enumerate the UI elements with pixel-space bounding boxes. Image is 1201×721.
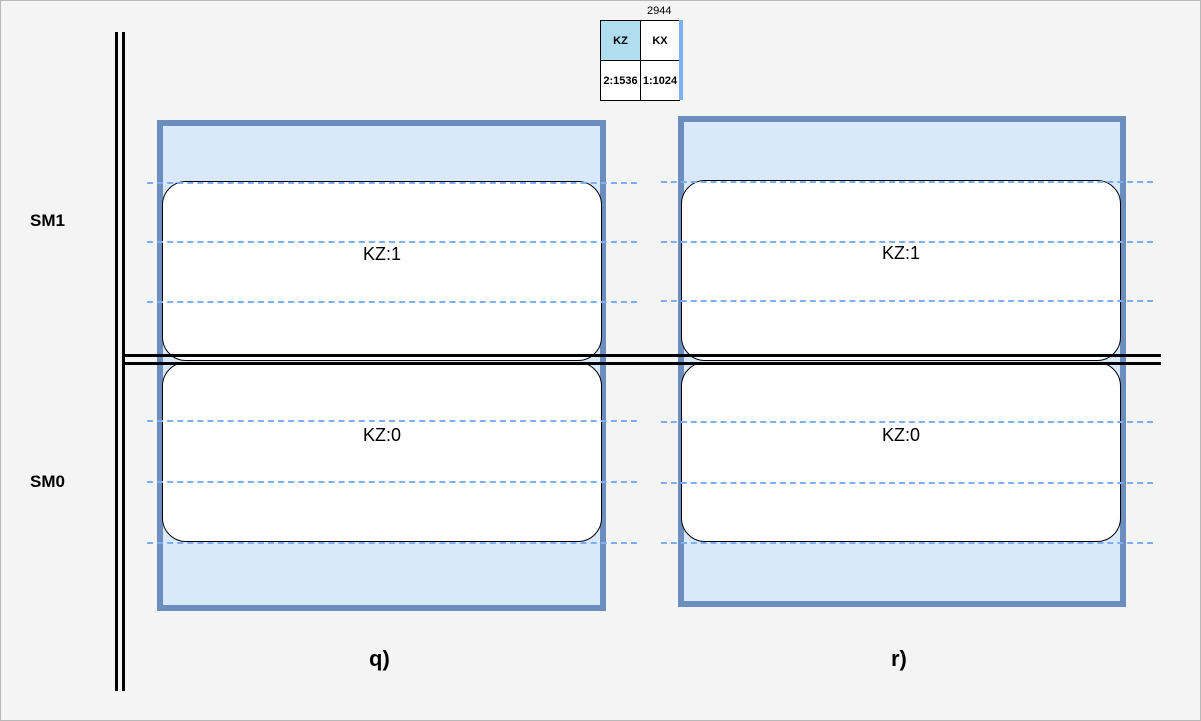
guide-line	[661, 421, 1153, 423]
guide-line	[147, 481, 637, 483]
guide-line	[661, 482, 1153, 484]
table-header-kz: KZ	[600, 20, 641, 61]
summary-table: KZ KX 2:1536 1:1024	[600, 20, 683, 102]
card-r-lower-label: KZ:0	[881, 424, 920, 445]
table-header-kx: KX	[640, 20, 680, 61]
row-label-sm0: SM0	[30, 472, 65, 491]
card-q-upper-label: KZ:1	[362, 243, 401, 264]
vertical-axis-line-right	[122, 32, 125, 691]
guide-line	[147, 301, 637, 303]
horizontal-separator-top	[122, 354, 1161, 357]
card-r-upper: KZ:1	[681, 180, 1121, 361]
guide-line	[661, 181, 1153, 183]
card-r-lower: KZ:0	[681, 362, 1121, 542]
card-q-lower: KZ:0	[162, 362, 602, 542]
table-value-kz: 2:1536	[600, 60, 641, 101]
card-r-upper-label: KZ:1	[881, 243, 920, 263]
table-total: 2944	[647, 5, 672, 17]
guide-line	[147, 182, 637, 184]
panel-q-caption: q)	[369, 646, 390, 671]
table-value-kx: 1:1024	[640, 60, 680, 101]
card-q-upper: KZ:1	[162, 181, 602, 361]
guide-line	[147, 420, 637, 422]
guide-line	[147, 542, 637, 544]
guide-line	[661, 542, 1153, 544]
vertical-axis-line-left	[115, 32, 118, 691]
card-q-lower-label: KZ:0	[362, 424, 401, 445]
guide-line	[147, 241, 637, 243]
table-accent-bar	[679, 20, 683, 100]
row-label-sm1: SM1	[30, 211, 65, 230]
guide-line	[661, 300, 1153, 302]
guide-line	[661, 241, 1153, 243]
panel-r-caption: r)	[891, 646, 907, 671]
horizontal-separator-bottom	[122, 362, 1161, 365]
